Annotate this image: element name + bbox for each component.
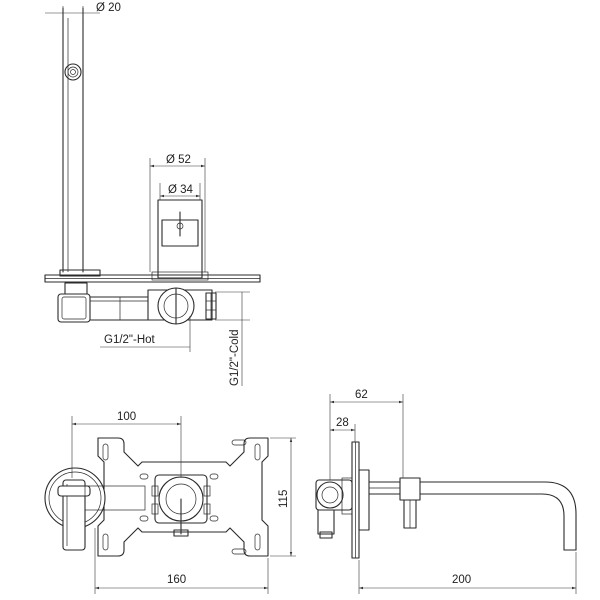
- dim-label-dia-52: Ø 52: [166, 154, 191, 166]
- spout-rosette: [44, 467, 146, 551]
- dimension-cold: G1/2"-Cold: [215, 291, 250, 387]
- dimension-hot: G1/2"-Hot: [100, 316, 191, 352]
- dimension-160: 160: [94, 528, 269, 594]
- label-cold: G1/2"-Cold: [229, 330, 241, 387]
- dim-label-dia-20: Ø 20: [96, 2, 121, 14]
- mixer-cartridge: [151, 199, 209, 281]
- dim-label-160: 160: [167, 574, 186, 586]
- side-valve-body: [315, 477, 353, 539]
- side-view: 62 28 200: [315, 389, 577, 594]
- dim-label-62: 62: [355, 389, 368, 401]
- front-view: 100 115 160: [44, 411, 296, 594]
- side-rosette: [358, 469, 370, 531]
- valve-body-front: [151, 474, 211, 537]
- dimension-dia-52: Ø 52: [149, 154, 206, 272]
- wall-plate: [44, 274, 261, 283]
- dimension-62: 62: [329, 389, 404, 480]
- dim-label-100: 100: [117, 411, 136, 423]
- top-view: Ø 20 Ø 52 Ø 34 G1/2"-Hot G1/2"-Cold: [44, 2, 261, 387]
- spout-tube: [62, 7, 84, 273]
- valve-body: [147, 287, 217, 325]
- dim-label-200: 200: [452, 574, 471, 586]
- dim-label-115: 115: [278, 490, 290, 508]
- dimension-115: 115: [270, 437, 296, 557]
- connecting-pipe: [89, 296, 156, 321]
- side-handle: [399, 477, 421, 529]
- label-hot: G1/2"-Hot: [104, 334, 156, 346]
- aerator-icon: [64, 63, 82, 81]
- spout-flange: [57, 269, 101, 323]
- dimension-100: 100: [71, 411, 182, 478]
- dim-label-28: 28: [336, 417, 349, 429]
- dim-label-dia-34: Ø 34: [168, 184, 194, 196]
- mounting-plate: [97, 437, 269, 557]
- dimension-200: 200: [358, 552, 577, 594]
- side-spout-arm: [368, 481, 577, 551]
- dimension-dia-20: Ø 20: [45, 2, 121, 20]
- dimension-28: 28: [330, 417, 356, 442]
- dimension-dia-34: Ø 34: [159, 183, 201, 200]
